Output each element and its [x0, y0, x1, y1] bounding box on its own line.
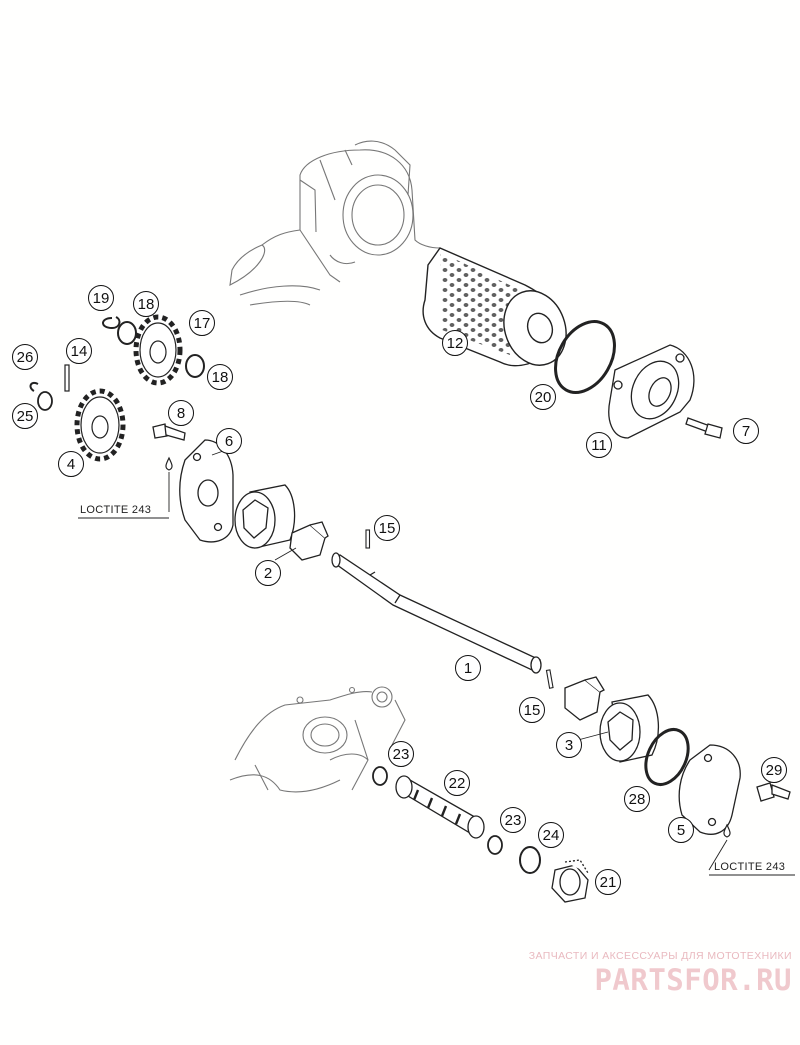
screw-8 — [152, 423, 186, 441]
callout-29: 29 — [761, 757, 787, 783]
watermark-tagline: ЗАПЧАСТИ И АКСЕССУАРЫ ДЛЯ МОТОТЕХНИКИ — [528, 950, 792, 962]
callout-15-lower: 15 — [519, 697, 545, 723]
callout-23-lower: 23 — [500, 807, 526, 833]
engine-housing-top — [229, 140, 441, 306]
callout-6: 6 — [216, 428, 242, 454]
callout-22: 22 — [444, 770, 470, 796]
callout-17: 17 — [189, 310, 215, 336]
pump-o-ring — [644, 728, 690, 786]
callout-11: 11 — [586, 432, 612, 458]
pump-cover — [678, 744, 741, 835]
circlip-19 — [102, 316, 121, 330]
pump-inner-rotor-3 — [564, 676, 605, 721]
loctite-drop-top — [165, 456, 173, 471]
pump-shaft — [331, 552, 542, 674]
callout-1: 1 — [455, 655, 481, 681]
callout-3: 3 — [556, 732, 582, 758]
callout-4: 4 — [58, 451, 84, 477]
callout-28: 28 — [624, 786, 650, 812]
washer-18-upper — [117, 321, 137, 345]
callout-8: 8 — [168, 400, 194, 426]
drain-plug — [551, 859, 589, 903]
callout-5: 5 — [668, 817, 694, 843]
gear-4 — [74, 388, 126, 462]
loctite-drop-bottom — [723, 823, 731, 838]
screen-filter — [395, 775, 485, 839]
engine-housing-bottom — [229, 686, 406, 793]
watermark-logo: PARTSFOR.RU — [594, 963, 792, 997]
callout-2: 2 — [255, 560, 281, 586]
filter-cover — [608, 344, 695, 439]
callout-20: 20 — [530, 384, 556, 410]
pump-rotor-2 — [234, 484, 296, 549]
callout-24: 24 — [538, 822, 564, 848]
callout-14: 14 — [66, 338, 92, 364]
pin-15-upper — [365, 529, 371, 549]
cover-bolt — [685, 417, 723, 439]
callout-19: 19 — [88, 285, 114, 311]
cover-bolt-29 — [756, 782, 791, 802]
loctite-note-top: LOCTITE 243 — [80, 504, 152, 516]
loctite-leader-bottom — [708, 839, 728, 871]
callout-15-upper: 15 — [374, 515, 400, 541]
pump-rotor-3 — [599, 694, 660, 763]
callout-18-upper: 18 — [133, 291, 159, 317]
o-ring-23-lower — [487, 835, 503, 855]
callout-25: 25 — [12, 403, 38, 429]
loctite-note-bottom: LOCTITE 243 — [714, 861, 786, 873]
callout-7: 7 — [733, 418, 759, 444]
clip-26 — [29, 381, 39, 392]
pin-15-lower — [545, 669, 554, 689]
filter-o-ring — [554, 320, 616, 394]
pump-inner-rotor-2 — [289, 521, 329, 561]
callout-12: 12 — [442, 330, 468, 356]
callout-23-upper: 23 — [388, 741, 414, 767]
callout-26: 26 — [12, 344, 38, 370]
washer-24 — [519, 846, 541, 874]
oil-filter — [422, 247, 567, 367]
pin-14 — [64, 364, 70, 392]
callout-18-lower: 18 — [207, 364, 233, 390]
pump-plate — [179, 439, 234, 543]
washer-25 — [37, 391, 53, 411]
callout-21: 21 — [595, 869, 621, 895]
o-ring-23-upper — [372, 766, 388, 786]
washer-18-lower — [185, 354, 205, 378]
gear-17 — [133, 314, 183, 386]
